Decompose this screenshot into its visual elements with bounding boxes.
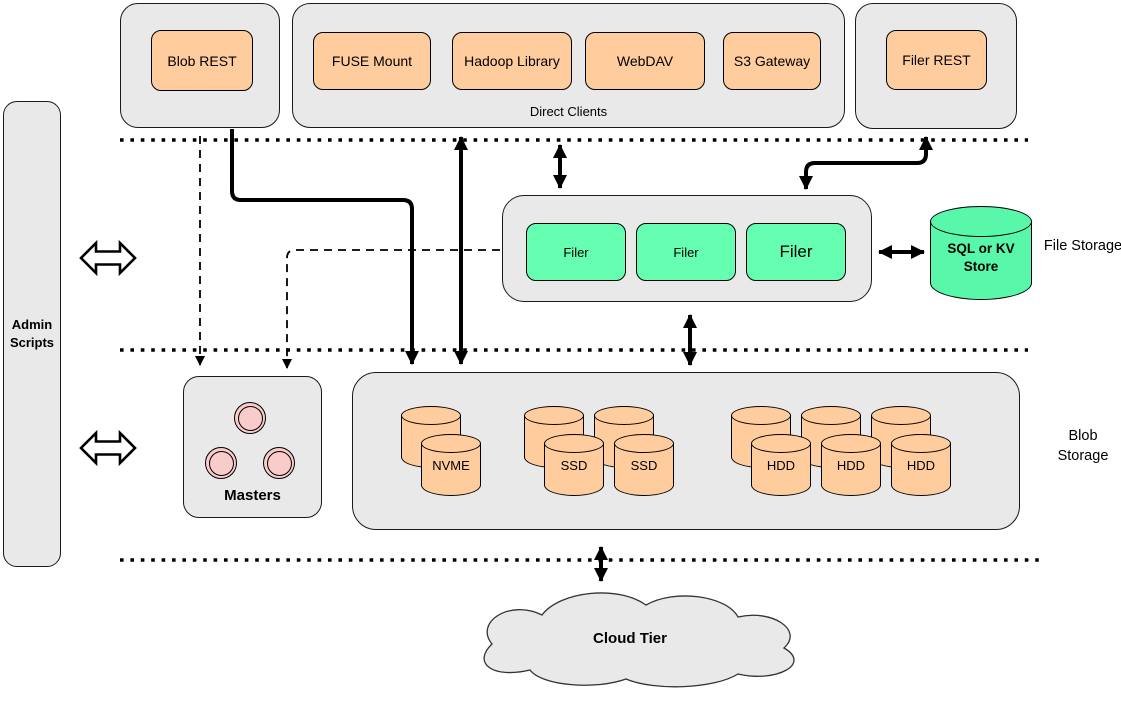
master-node-2 (205, 447, 237, 479)
fuse-mount-node: FUSE Mount (313, 32, 431, 90)
masters-container: Masters (183, 376, 322, 518)
hdd-label-3: HDD (906, 458, 936, 473)
blob-rest-node: Blob REST (151, 30, 253, 91)
filer-to-masters-dashed-arrow (282, 249, 500, 369)
master-node-1 (234, 402, 266, 434)
masters-label: Masters (224, 487, 281, 504)
s3-gateway-label: S3 Gateway (733, 53, 811, 69)
hdd-volume-node-1: HDD (751, 434, 811, 496)
filer-rest-label: Filer REST (902, 52, 971, 68)
blob-storage-container: NVME SSD SSD HDD (352, 372, 1020, 530)
filer-label-1: Filer (563, 244, 589, 260)
blob-rest-label: Blob REST (167, 52, 237, 69)
filer-node-3: Filer (746, 223, 846, 281)
webdav-node: WebDAV (585, 32, 705, 90)
cloud-tier-node (483, 592, 795, 688)
hdd-volume-node-2: HDD (821, 434, 881, 496)
sql-kv-store-node: SQL or KV Store (930, 206, 1032, 300)
filer-label-3: Filer (779, 242, 813, 261)
ssd-label-1: SSD (560, 458, 588, 473)
nvme-volume-node: NVME (421, 434, 481, 496)
ssd-volume-node-2: SSD (614, 434, 674, 496)
s3-gateway-node: S3 Gateway (723, 32, 821, 90)
ssd-volume-node-1: SSD (544, 434, 604, 496)
filer-cluster-container: Filer Filer Filer (502, 195, 872, 302)
filer-node-2: Filer (636, 223, 736, 281)
blob-storage-tier-label: Blob Storage (1057, 428, 1109, 465)
filer-rest-filer-arrow (799, 136, 933, 190)
blob-rest-container: Blob REST (120, 3, 280, 128)
hdd-volume-node-3: HDD (891, 434, 951, 496)
blob-rest-to-blob-storage-arrow (230, 129, 419, 365)
filer-node-1: Filer (526, 223, 626, 281)
admin-scripts-label: Admin Scripts (9, 317, 55, 350)
filer-rest-container: Filer REST (855, 3, 1017, 129)
sql-kv-store-label: SQL or KV Store (947, 241, 1015, 274)
admin-file-storage-arrow-icon (79, 239, 137, 277)
cylinder-top (930, 206, 1032, 237)
hadoop-library-label: Hadoop Library (464, 53, 560, 69)
direct-clients-caption: Direct Clients (529, 104, 608, 119)
hdd-label-2: HDD (836, 458, 866, 473)
hadoop-library-node: Hadoop Library (452, 32, 572, 90)
hdd-label-1: HDD (766, 458, 796, 473)
file-storage-tier-label: File Storage (1043, 238, 1121, 254)
cloud-tier-label: Cloud Tier (593, 630, 667, 647)
fuse-mount-label: FUSE Mount (331, 53, 413, 69)
direct-clients-container: FUSE Mount Hadoop Library WebDAV S3 Gate… (292, 3, 845, 128)
webdav-label: WebDAV (616, 53, 674, 69)
ssd-label-2: SSD (630, 458, 658, 473)
filer-rest-node: Filer REST (886, 30, 987, 90)
nvme-label: NVME (432, 458, 470, 473)
master-node-3 (263, 447, 295, 479)
admin-blob-storage-arrow-icon (79, 429, 137, 467)
filer-label-2: Filer (673, 244, 699, 260)
admin-scripts-node: Admin Scripts (3, 101, 61, 567)
